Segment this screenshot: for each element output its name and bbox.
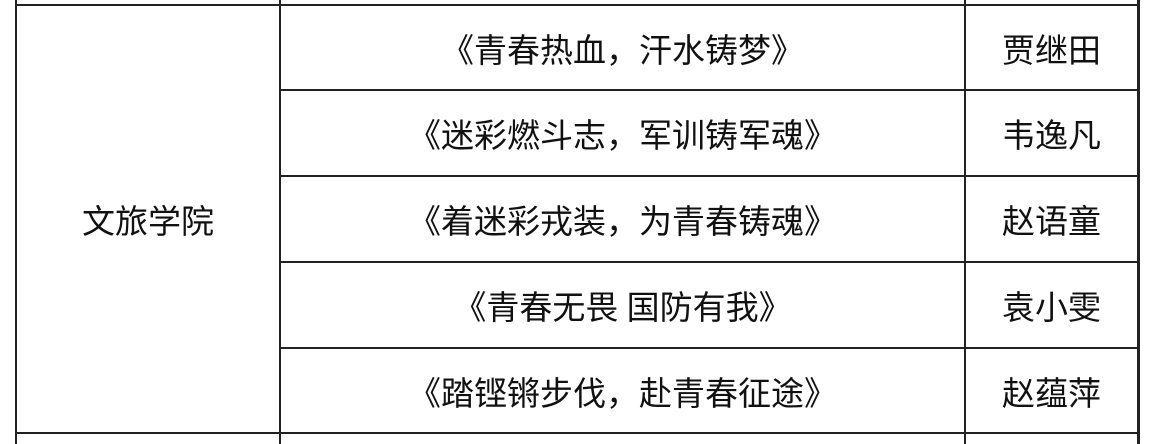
title-cell: 《青春热血，汗水铸梦》 xyxy=(441,33,804,70)
row-divider xyxy=(279,89,1140,91)
row-divider xyxy=(15,432,1140,434)
college-cell: 文旅学院 xyxy=(82,205,214,241)
table-border-right xyxy=(1137,0,1140,444)
table-divider xyxy=(279,0,281,444)
title-cell: 《踏铿锵步伐，赴青春征途》 xyxy=(408,376,837,413)
row-divider xyxy=(279,175,1140,177)
author-cell: 赵蕴萍 xyxy=(1002,376,1101,413)
author-cell: 袁小雯 xyxy=(1002,291,1101,327)
author-cell: 贾继田 xyxy=(1002,33,1101,70)
author-cell: 赵语童 xyxy=(1002,205,1101,241)
table-divider xyxy=(964,0,966,444)
row-divider xyxy=(279,261,1140,263)
table-border-left xyxy=(15,0,17,444)
author-cell: 韦逸凡 xyxy=(1002,119,1101,155)
title-cell: 《着迷彩戎装，为青春铸魂》 xyxy=(408,205,837,241)
row-divider xyxy=(15,4,1140,6)
title-cell: 《迷彩燃斗志，军训铸军魂》 xyxy=(408,119,837,155)
title-cell: 《青春无畏 国防有我》 xyxy=(453,291,792,327)
row-divider xyxy=(279,347,1140,349)
